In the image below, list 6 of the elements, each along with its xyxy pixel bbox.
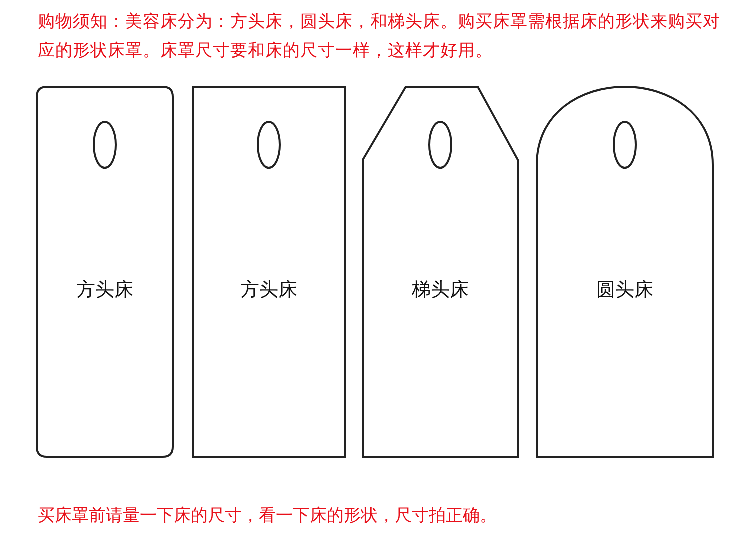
notice-heading: 购物须知：美容床分为：方头床，圆头床，和梯头床。购买床罩需根据床的形状来购买对应的形状床罩。床罩尺寸要和床的尺寸一样，这样才好用。	[38, 11, 722, 63]
notice-note: 买床罩前请量一下床的尺寸，看一下床的形状，尺寸拍正确。	[38, 505, 497, 527]
bed-type-label: 梯头床	[412, 278, 469, 303]
bed-type-label: 方头床	[240, 278, 298, 303]
bed-type-label: 方头床	[76, 278, 134, 303]
bed-type-label: 圆头床	[596, 278, 654, 303]
